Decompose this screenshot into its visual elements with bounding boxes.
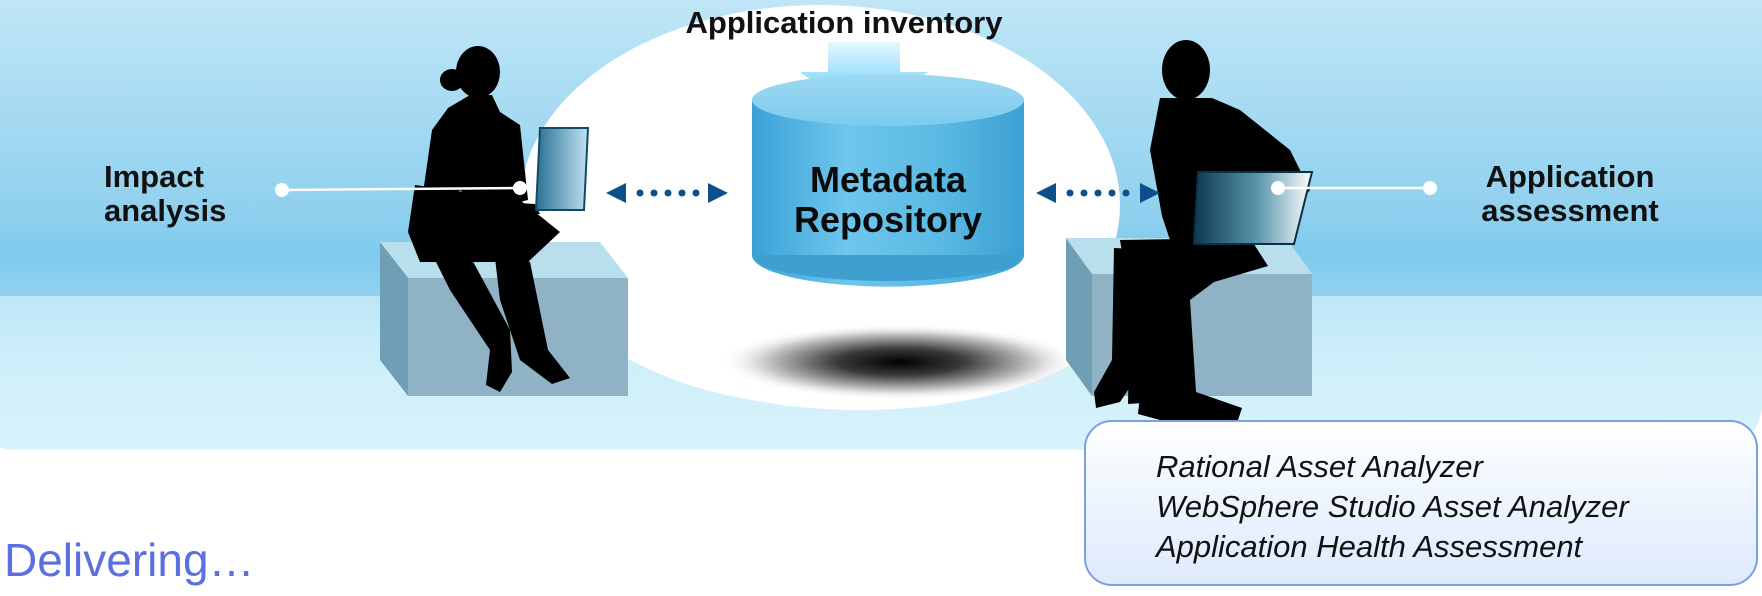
woman-silhouette [408,46,570,392]
right-double-arrow [1036,183,1160,203]
repository-label-line1: Metadata [809,159,967,200]
repository-shadow [720,324,1080,400]
impact-label-line1: Impact [104,159,204,194]
products-callout [1084,420,1758,586]
callout-line-3: Application Health Assessment [1156,529,1583,564]
repository-cylinder [752,74,1024,287]
application-inventory-label: Application inventory [685,5,1003,40]
right-connector [1271,181,1437,195]
left-connector [275,181,527,197]
impact-label-line2: analysis [104,193,227,228]
right-laptop-icon [1192,171,1314,245]
callout-line-1: Rational Asset Analyzer [1156,449,1483,484]
repository-label: Metadata Repository [738,160,1038,240]
delivering-heading: Delivering… [4,534,255,586]
assessment-label-line2: assessment [1481,193,1659,228]
assessment-label-line1: Application [1485,159,1655,194]
left-double-arrow [606,183,728,203]
callout-line-2: WebSphere Studio Asset Analyzer [1156,489,1629,524]
left-laptop-icon [534,127,590,211]
repository-label-line2: Repository [793,199,983,240]
